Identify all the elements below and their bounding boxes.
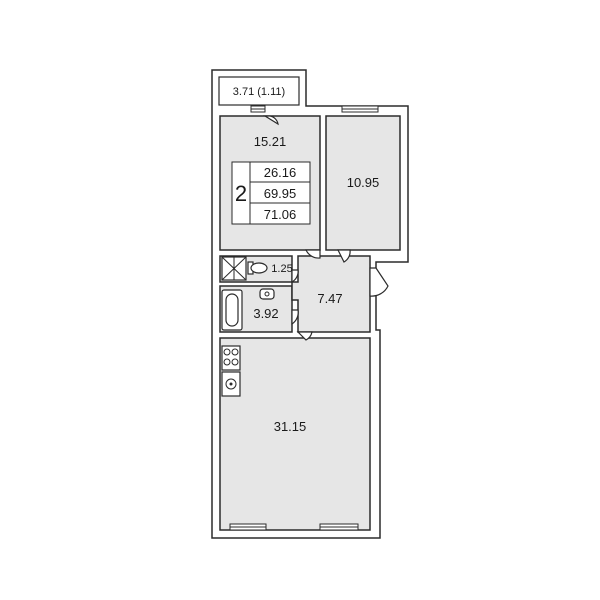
stove-burner [223,358,231,366]
kitchen-living-area: 31.15 [274,419,307,434]
door-room-b [337,249,351,263]
stove-burner [231,348,239,356]
bathroom-area: 3.92 [253,306,278,321]
hall-area: 7.47 [317,291,342,306]
room-b [325,115,401,251]
sink-drain [264,291,270,297]
total-area: 69.95 [264,186,297,201]
balcony-area: 3.71 (1.11) [233,86,285,98]
bathtub-basin [225,293,239,327]
kitchen-sink-bowl [225,378,237,390]
door-room-a [305,249,321,259]
sink [259,288,275,300]
stove-burner [231,358,239,366]
kitchen-sink-drain [229,382,233,386]
balcony [218,76,300,106]
door-toilet [291,269,299,284]
door-balcony [262,115,279,126]
toilet-area: 1.25 [271,263,292,275]
living-area: 26.16 [264,165,297,180]
stove [221,345,241,371]
total-area-with-balcony: 71.06 [264,207,297,222]
room-b-area: 10.95 [347,175,380,190]
door-kitchen [296,331,313,341]
kitchen-living-room [219,337,371,531]
summary-table [231,161,311,225]
room-a-area: 15.21 [254,134,287,149]
rooms-count: 2 [235,181,247,206]
toilet-bowl [250,262,268,274]
door-bathroom [291,309,299,326]
entrance-door [369,267,389,297]
stove-burner [223,348,231,356]
